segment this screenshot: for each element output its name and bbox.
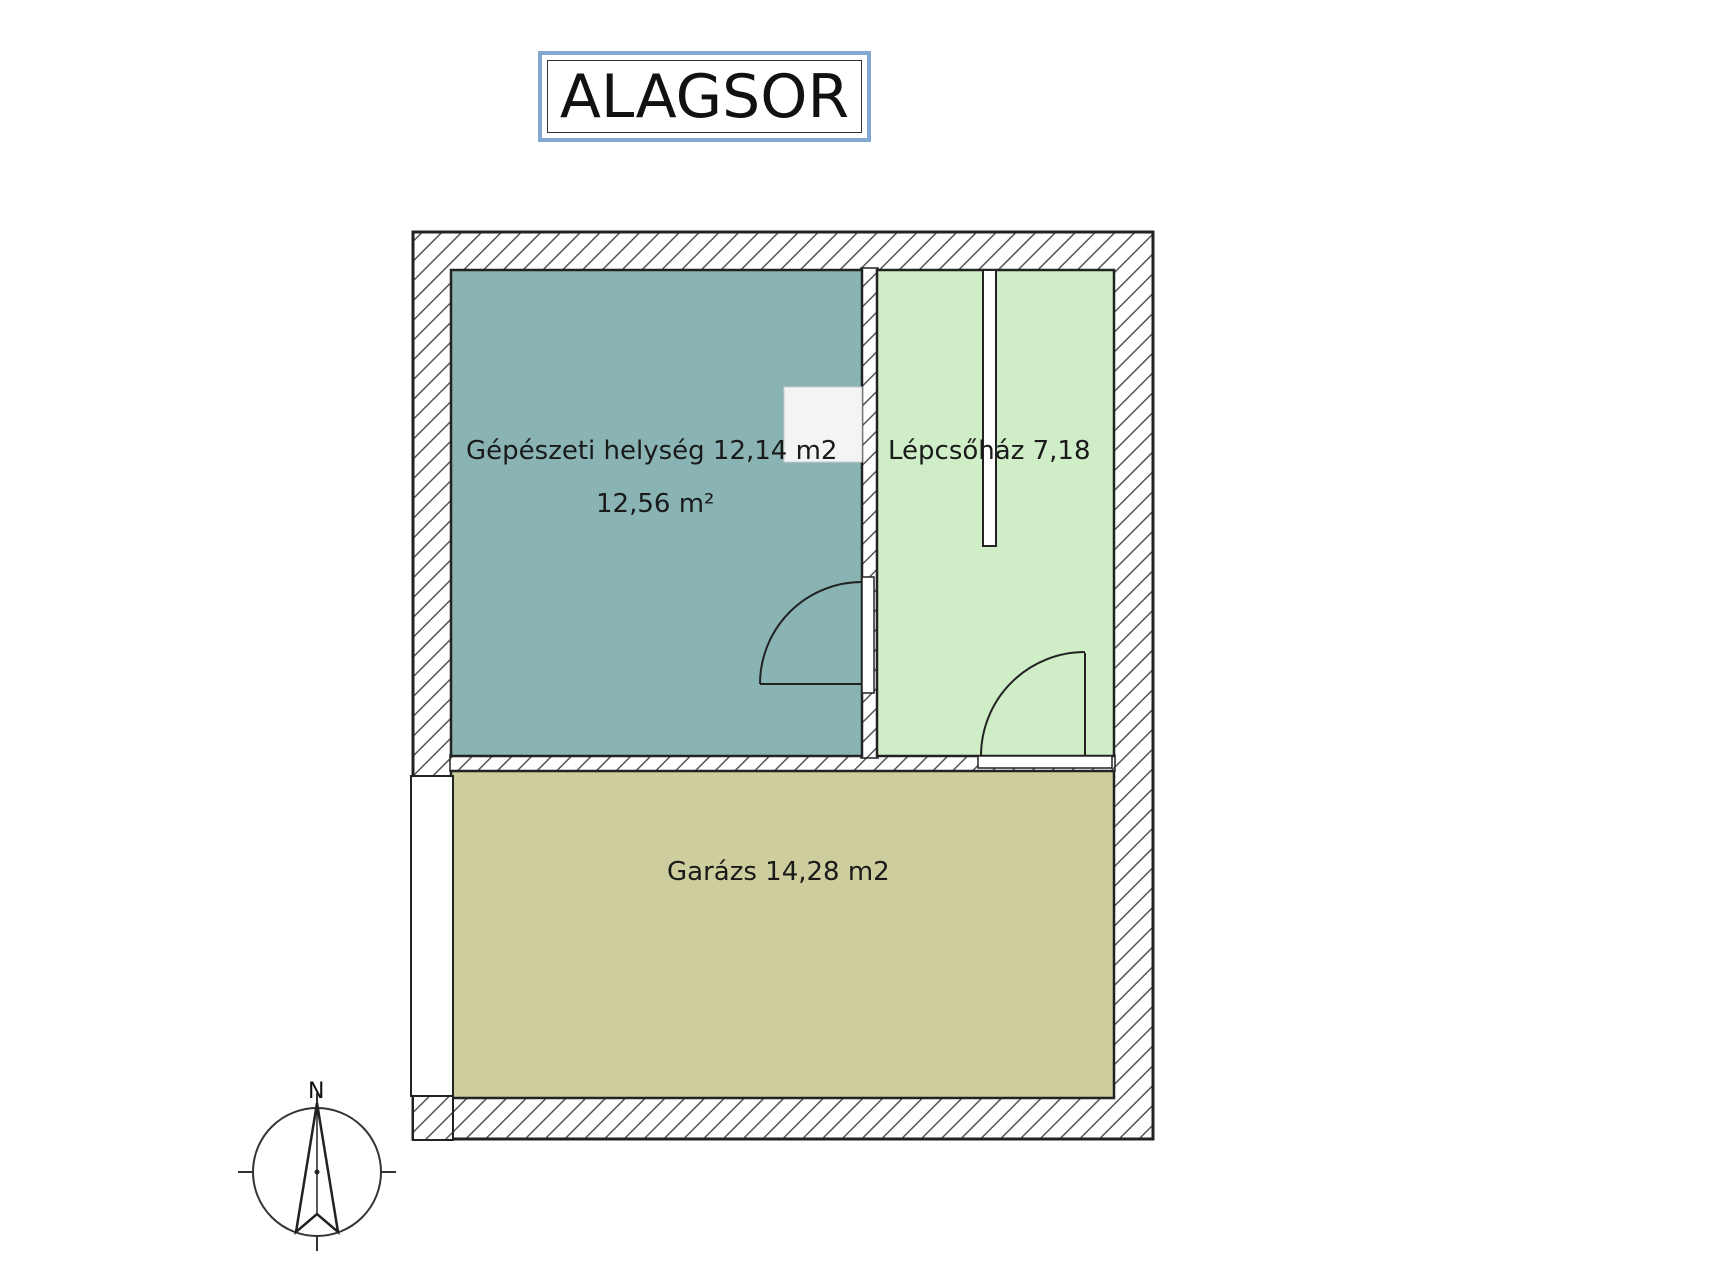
stairwell-label: Lépcsőház 7,18: [888, 436, 1091, 466]
garage-door-opening: [410, 775, 454, 1097]
compass-center-dot: [314, 1169, 320, 1175]
mechanical-room-area: 12,56 m²: [596, 489, 714, 519]
mechanical-door-frame: [861, 576, 875, 694]
compass-north-label: N: [308, 1079, 324, 1104]
mechanical-room-label: Gépészeti helység 12,14 m2: [466, 436, 837, 466]
room-mechanical: [449, 268, 864, 758]
southwest-wall-patch: [412, 1095, 454, 1141]
title-box: ALAGSOR: [538, 51, 871, 142]
room-garage: [449, 769, 1116, 1100]
floor-title: ALAGSOR: [547, 60, 862, 133]
mechanical-equipment-block: [783, 386, 863, 463]
compass: N: [238, 1079, 396, 1251]
garage-label: Garázs 14,28 m2: [667, 857, 890, 887]
stairwell-door-swing: [980, 651, 1086, 757]
stairwell-door-frame: [977, 755, 1113, 769]
mechanical-door-swing: [759, 581, 863, 685]
stair-divider: [982, 269, 997, 547]
